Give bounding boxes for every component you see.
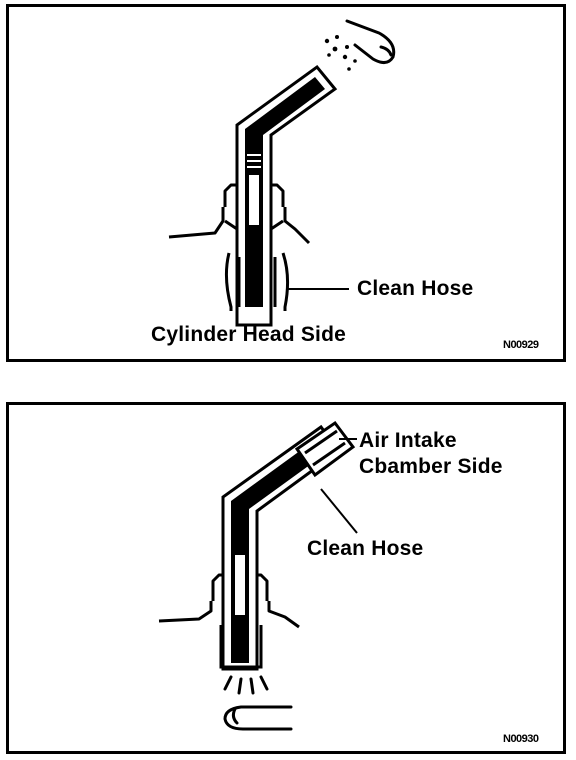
grommet bbox=[158, 573, 300, 629]
pcv-valve-diagram bbox=[168, 19, 396, 327]
hose-leader-line bbox=[320, 488, 358, 534]
cylinder-head-side-label: Cylinder Head Side bbox=[151, 323, 346, 346]
grommet bbox=[168, 183, 311, 245]
clean-hose bbox=[224, 252, 290, 311]
figure-code: N00930 bbox=[503, 733, 539, 745]
finger-icon bbox=[223, 705, 293, 731]
air-intake-label: Air Intake bbox=[359, 429, 457, 452]
clean-hose-label: Clean Hose bbox=[307, 537, 424, 560]
air-spray-icon bbox=[324, 35, 357, 71]
clean-hose-end bbox=[219, 625, 263, 669]
pcv-valve-diagram bbox=[158, 420, 358, 731]
figure-cylinder-head-side: Clean Hose Cylinder Head Side N00929 bbox=[6, 4, 566, 362]
pcv-valve bbox=[235, 64, 338, 327]
pcv-valve bbox=[221, 420, 356, 671]
chamber-side-label: Cbamber Side bbox=[359, 455, 503, 478]
air-spray-icon bbox=[223, 675, 269, 695]
figure-air-intake-chamber-side: Air Intake Cbamber Side Clean Hose N0093… bbox=[6, 402, 566, 754]
clean-hose-label: Clean Hose bbox=[357, 277, 474, 300]
finger-icon bbox=[345, 19, 396, 64]
figure-code: N00929 bbox=[503, 339, 539, 351]
